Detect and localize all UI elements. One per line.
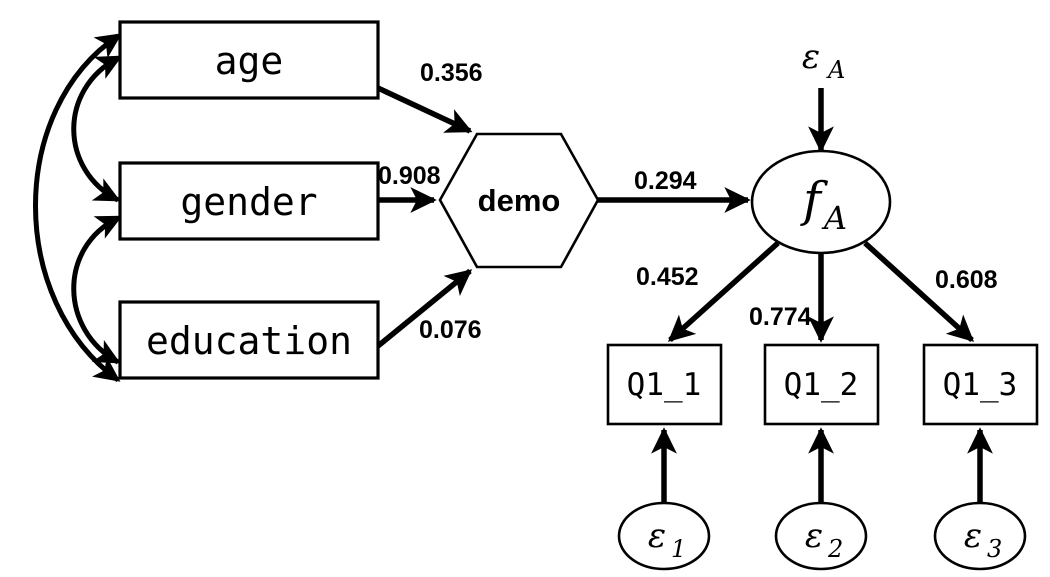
indicator-error-group: ε 1 ε 2 ε 3 [617, 427, 1027, 571]
label-epsilon-3-subscript: 3 [987, 535, 1002, 563]
node-ellipse-fA[interactable] [750, 149, 892, 255]
label-epsilon-2-subscript: 2 [827, 535, 843, 563]
covariance-group [33, 33, 123, 383]
observed-predictor-group: age gender education [118, 20, 380, 380]
label-epsilon-2: ε [805, 516, 823, 556]
factor-disturbance-group: ε A [802, 37, 845, 153]
covariance-age-education [33, 33, 123, 383]
latent-factor-group: f A [750, 149, 892, 255]
coef-fA-to-q1_3: 0.608 [935, 266, 998, 294]
factor-loading-paths [667, 240, 975, 343]
path-education-to-demo [376, 268, 473, 349]
coefficient-label-group: 0.356 0.908 0.076 0.294 0.452 0.774 0.60… [378, 59, 998, 344]
indicator-group: Q1_1 Q1_2 Q1_3 [606, 343, 1039, 426]
label-epsilon-1-subscript: 1 [671, 535, 686, 563]
predictor-to-composite-paths [376, 85, 473, 349]
coef-age-to-demo: 0.356 [420, 59, 483, 87]
coef-education-to-demo: 0.076 [419, 316, 482, 344]
composite-node-group: demo [438, 132, 600, 269]
path-age-to-demo [376, 85, 473, 134]
node-ellipse-eps2[interactable] [774, 501, 868, 571]
label-epsilon-A: ε [802, 37, 820, 77]
node-box-education[interactable] [118, 300, 380, 380]
node-label-education: education [146, 319, 352, 363]
node-box-q1-1[interactable] [606, 343, 723, 426]
node-label-gender: gender [180, 180, 317, 224]
node-label-q1-3: Q1_3 [943, 367, 1018, 403]
node-label-q1-2: Q1_2 [784, 367, 859, 403]
node-label-demo: demo [478, 183, 561, 218]
path-fA-to-q1_3 [863, 240, 975, 343]
label-epsilon-3: ε [964, 516, 982, 556]
node-ellipse-eps3[interactable] [933, 501, 1027, 571]
node-box-q1-3[interactable] [922, 343, 1039, 426]
node-box-gender[interactable] [118, 161, 380, 241]
coef-gender-to-demo: 0.908 [378, 162, 441, 190]
coef-fA-to-q1_2: 0.774 [749, 303, 812, 331]
label-epsilon-A-subscript: A [826, 56, 845, 84]
node-label-q1-1: Q1_1 [627, 367, 702, 403]
node-box-q1-2[interactable] [763, 343, 880, 426]
node-label-age: age [215, 39, 284, 83]
label-epsilon-1: ε [648, 516, 666, 556]
coef-fA-to-q1_1: 0.452 [636, 263, 699, 291]
node-box-age[interactable] [118, 20, 380, 100]
node-label-fA-subscript: A [821, 199, 847, 237]
coef-demo-to-fA: 0.294 [634, 167, 697, 195]
path-fA-to-q1_1 [667, 240, 780, 343]
covariance-age-gender [71, 55, 123, 203]
node-ellipse-eps1[interactable] [617, 501, 711, 571]
